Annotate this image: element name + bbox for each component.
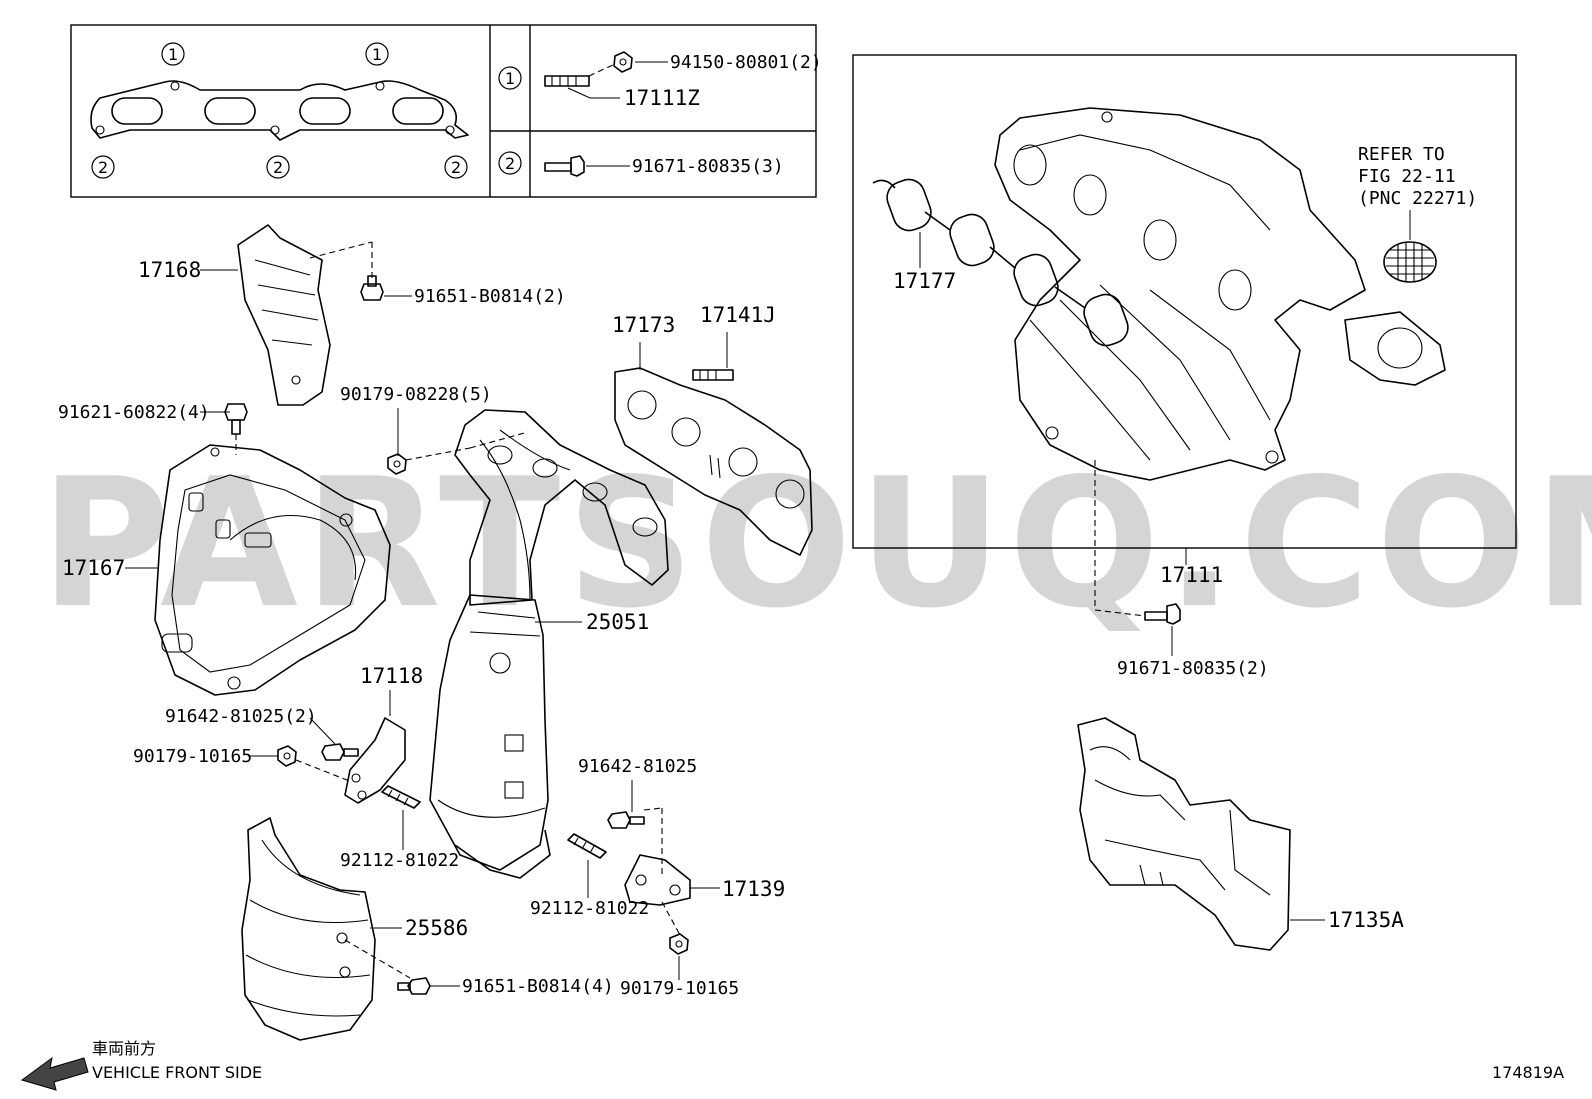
label-90179-08228: 90179-08228(5) — [340, 384, 492, 405]
refer-note-line3: (PNC 22271) — [1358, 188, 1477, 209]
watermark: PARTSOUQ.COM — [40, 440, 1592, 647]
marker-1-left: 1 — [161, 42, 185, 66]
legend-frame — [70, 24, 817, 198]
svg-text:1: 1 — [372, 45, 382, 64]
label-90179-10165-right: 90179-10165 — [620, 978, 739, 999]
bolt-icon — [397, 977, 431, 995]
figure-id: 174819A — [1492, 1063, 1564, 1082]
nut-icon — [613, 51, 633, 73]
intake-gasket-17177 — [872, 178, 1129, 347]
label-17177: 17177 — [893, 269, 956, 293]
nut-icon — [277, 745, 297, 767]
label-91651-B0814-2: 91651-B0814(2) — [414, 286, 566, 307]
marker-1-right: 1 — [365, 42, 389, 66]
bolt-icon — [544, 155, 585, 177]
label-17141J: 17141J — [700, 303, 776, 327]
label-17168: 17168 — [138, 258, 201, 282]
refer-note-line2: FIG 22-11 — [1358, 166, 1456, 187]
bolt-icon — [360, 275, 384, 301]
bolt-icon — [321, 743, 359, 761]
label-17135A: 17135A — [1328, 908, 1404, 932]
heat-insulator-17135A — [1077, 717, 1291, 951]
bolt-icon — [607, 811, 645, 829]
exhaust-gasket-17173 — [614, 367, 813, 556]
bolt-icon — [224, 403, 248, 435]
stud-icon — [692, 369, 734, 381]
marker-1-legend: 1 — [498, 66, 522, 90]
bolt-icon — [1144, 603, 1181, 625]
label-17167: 17167 — [62, 556, 125, 580]
manifold-stay-17118 — [344, 717, 406, 804]
label-91671-80835-2: 91671-80835(2) — [1117, 658, 1269, 679]
heat-insulator-bracket-17168 — [237, 224, 331, 406]
stud-icon — [381, 785, 421, 809]
marker-2-right: 2 — [444, 155, 468, 179]
marker-2-mid: 2 — [266, 155, 290, 179]
marker-2-legend: 2 — [498, 151, 522, 175]
label-17173: 17173 — [612, 313, 675, 337]
svg-text:2: 2 — [98, 158, 108, 177]
svg-text:2: 2 — [451, 158, 461, 177]
refer-note-line1: REFER TO — [1358, 144, 1445, 165]
label-91621-60822: 91621-60822(4) — [58, 402, 210, 423]
label-25586: 25586 — [405, 916, 468, 940]
exhaust-manifold-converter-25051 — [429, 409, 669, 879]
nut-icon — [669, 933, 689, 955]
nut-icon — [387, 453, 407, 475]
manifold-heat-insulator-17167 — [154, 444, 391, 696]
label-91642-81025-2: 91642-81025(2) — [165, 706, 317, 727]
stud-icon — [567, 833, 607, 859]
label-17139: 17139 — [722, 877, 785, 901]
label-92112-81022-left: 92112-81022 — [340, 850, 459, 871]
label-17111: 17111 — [1160, 563, 1223, 587]
intake-manifold-17111 — [994, 107, 1446, 481]
svg-text:2: 2 — [273, 158, 283, 177]
vehicle-front-arrow-icon — [20, 1056, 89, 1091]
svg-text:1: 1 — [168, 45, 178, 64]
intake-screen-icon — [1383, 241, 1437, 283]
marker-2-left: 2 — [91, 155, 115, 179]
converter-stay-17139 — [624, 854, 691, 906]
orientation-japanese: 車両前方 — [92, 1039, 156, 1058]
svg-text:2: 2 — [505, 154, 515, 173]
label-91651-B0814-4: 91651-B0814(4) — [462, 976, 614, 997]
intake-manifold-frame — [852, 54, 1517, 549]
gasket-outline — [90, 80, 469, 141]
label-91642-81025: 91642-81025 — [578, 756, 697, 777]
gasket-legend-box: 1 1 2 2 2 1 2 — [70, 24, 822, 198]
label-91671-80835-3: 91671-80835(3) — [632, 156, 784, 177]
label-17118: 17118 — [360, 664, 423, 688]
stud-icon — [544, 75, 590, 87]
orientation-english: VEHICLE FRONT SIDE — [92, 1063, 262, 1082]
label-90179-10165-left: 90179-10165 — [133, 746, 252, 767]
label-92112-81022-right: 92112-81022 — [530, 898, 649, 919]
label-25051: 25051 — [586, 610, 649, 634]
label-94150-80801: 94150-80801(2) — [670, 52, 822, 73]
converter-heat-insulator-25586 — [241, 817, 376, 1041]
svg-text:1: 1 — [505, 69, 515, 88]
label-17111Z: 17111Z — [624, 86, 700, 110]
